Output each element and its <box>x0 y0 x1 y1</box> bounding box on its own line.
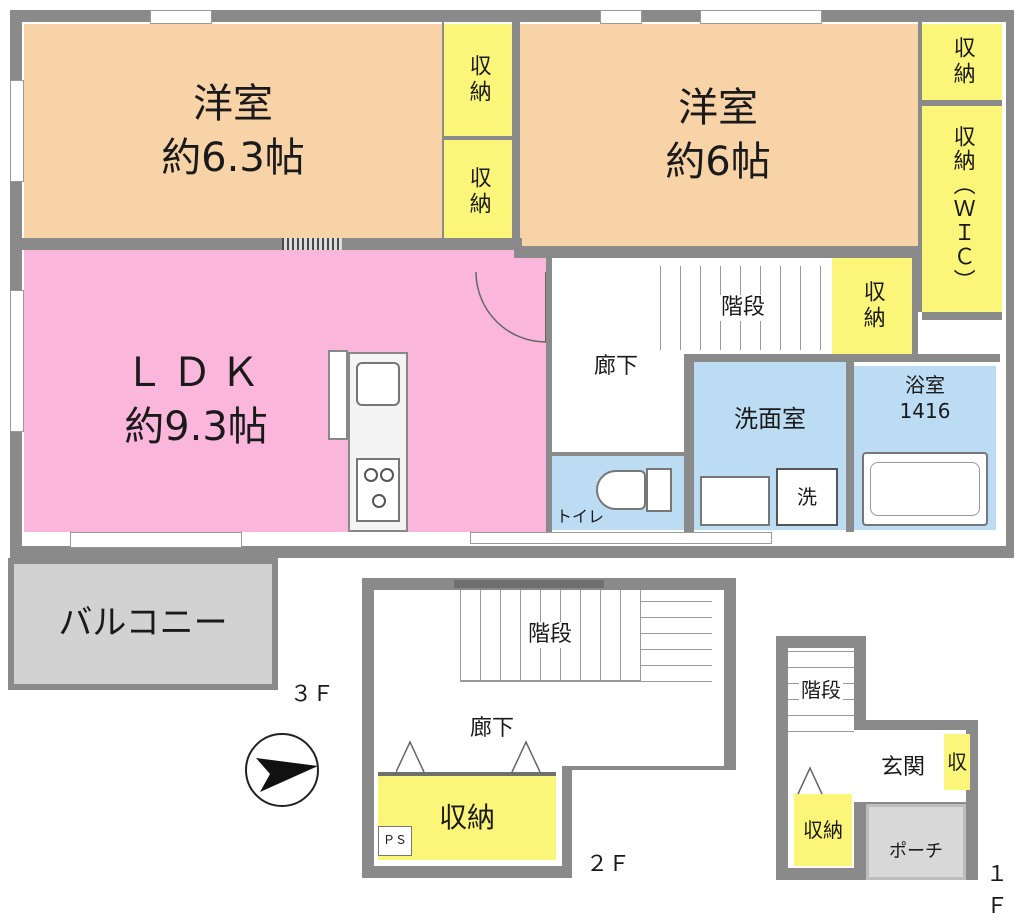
storage-2f: 収納 <box>378 772 556 860</box>
window <box>150 10 212 24</box>
threshold <box>282 238 342 250</box>
corridor-2f-label: 廊下 <box>470 716 515 741</box>
storage-label: 収納 <box>465 166 491 218</box>
storage-c: 収納 <box>922 24 1002 100</box>
storage-wic-label: 収納（ＷＩＣ） <box>949 125 975 293</box>
toilet-label: トイレ <box>556 506 605 526</box>
wall <box>546 250 552 532</box>
room-size: 約6帖 <box>665 139 771 185</box>
wall <box>454 580 604 588</box>
toilet-tank-icon <box>646 468 672 512</box>
room-size: 約6.3帖 <box>161 135 305 181</box>
closet-door-icon <box>797 766 823 795</box>
wall <box>22 238 522 250</box>
storage-d: 収納 <box>832 258 912 354</box>
stairs-label: 階段 <box>716 295 769 321</box>
room-size: 約9.3帖 <box>124 404 268 450</box>
entrance-label: 玄関 <box>880 755 925 781</box>
storage-1f: 収納 <box>794 794 852 866</box>
washer-label: 洗 <box>797 484 817 509</box>
floor-2f-cutout <box>572 770 736 878</box>
balcony-label: バルコニー <box>58 603 228 644</box>
wall <box>514 246 918 258</box>
fridge-space <box>328 350 348 440</box>
bathtub-icon <box>862 452 988 526</box>
stairs-label: 階段 <box>799 677 843 702</box>
wall <box>690 354 1000 362</box>
room-name: 洋室 <box>193 81 273 127</box>
window <box>700 10 822 24</box>
western-room-6: 洋室 約6帖 <box>518 24 918 246</box>
storage-b: 収納 <box>444 140 512 244</box>
stairs-1f: 階段 <box>788 648 854 732</box>
toilet-icon <box>596 470 646 510</box>
storage-label: 収納 <box>949 36 975 88</box>
closet-door-icon <box>396 740 541 773</box>
porch: ポーチ <box>866 804 966 880</box>
storage-label: 収納 <box>438 800 495 834</box>
wall <box>684 354 694 532</box>
stairs-3f: 階段 <box>660 266 826 350</box>
storage-label: 収 <box>947 749 967 774</box>
bathroom-size: 1416 <box>899 399 951 423</box>
ldk-door-icon <box>475 271 547 343</box>
wall <box>512 22 520 250</box>
storage-label: 収納 <box>803 817 843 842</box>
window <box>70 532 242 548</box>
porch-label: ポーチ <box>889 840 943 862</box>
storage-1f-small: 収 <box>944 734 970 790</box>
wall <box>918 22 922 312</box>
wall <box>922 312 1002 320</box>
cooktop-icon <box>356 458 400 522</box>
storage-wic: 収納（ＷＩＣ） <box>922 106 1002 312</box>
compass-arrow-icon <box>245 733 319 807</box>
wall <box>442 22 444 244</box>
floor-3f-tag: ３Ｆ <box>290 682 335 707</box>
window <box>10 290 24 432</box>
corridor-label: 廊下 <box>593 354 638 380</box>
bathroom-label: 浴室 <box>905 373 945 397</box>
room-name: ＬＤＫ <box>124 350 268 396</box>
window <box>470 532 772 544</box>
window <box>10 80 24 182</box>
entrance: 玄関 <box>866 738 940 798</box>
ps-label: ＰＳ <box>382 833 407 848</box>
floor-1f-tag: １Ｆ <box>986 862 1009 919</box>
western-room-6-3: 洋室 約6.3帖 <box>24 24 442 238</box>
wall <box>846 362 854 532</box>
wall <box>922 100 1002 106</box>
floor-2f-tag: ２Ｆ <box>586 852 631 877</box>
washer-space: 洗 <box>776 468 838 526</box>
room-name: 洋室 <box>677 85 758 131</box>
storage-label: 収納 <box>859 280 885 332</box>
vanity-icon <box>700 476 770 526</box>
storage-label: 収納 <box>465 54 491 106</box>
ldk: ＬＤＫ 約9.3帖 <box>24 250 546 532</box>
kitchen-sink-icon <box>356 362 400 406</box>
wall <box>912 258 918 354</box>
window <box>600 10 642 24</box>
washroom-label: 洗面室 <box>734 405 806 433</box>
balcony: バルコニー <box>8 558 278 690</box>
wall <box>552 452 684 456</box>
pipe-space: ＰＳ <box>378 826 412 856</box>
wall <box>444 136 512 140</box>
stairs-label: 階段 <box>523 622 576 648</box>
storage-a: 収納 <box>444 24 512 136</box>
stairs-2f-turn <box>640 590 712 682</box>
stairs-2f: 階段 <box>460 590 640 682</box>
